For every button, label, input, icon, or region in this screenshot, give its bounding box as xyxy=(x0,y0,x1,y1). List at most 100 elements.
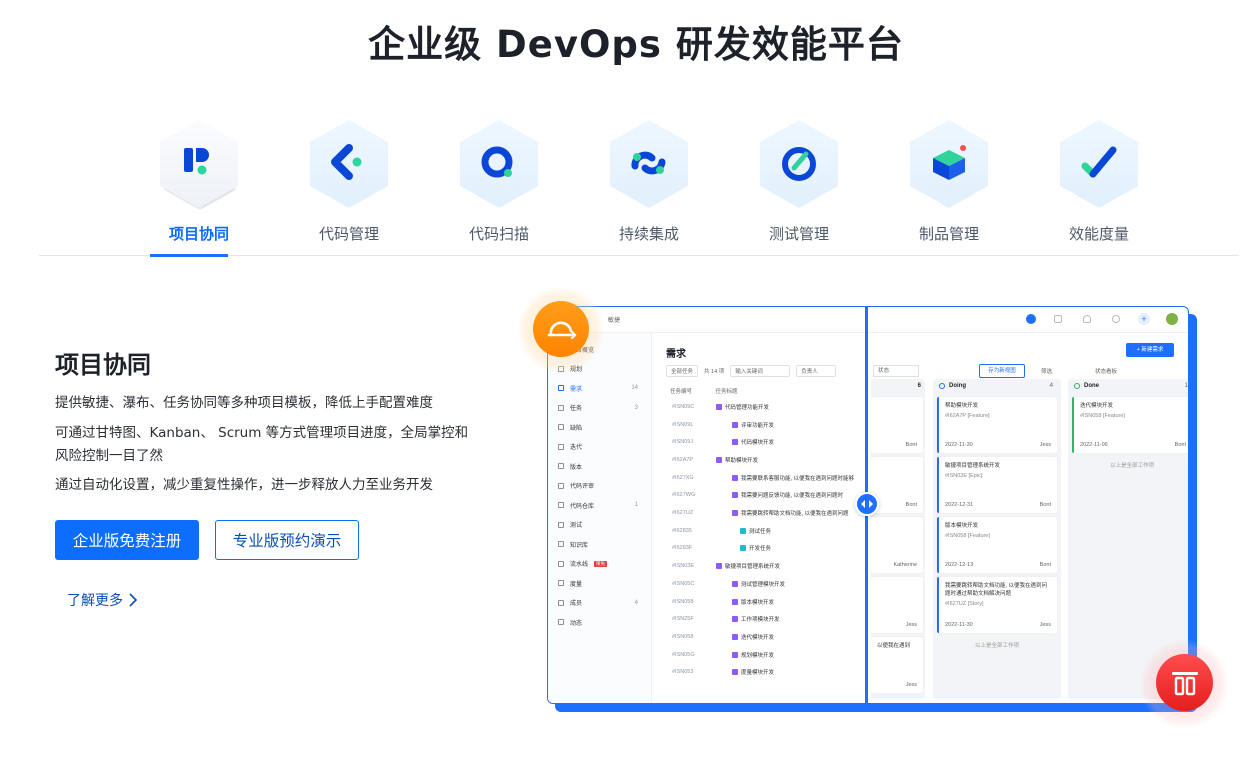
back-to-top-button[interactable] xyxy=(1156,654,1213,711)
mock-sidebar-label: 项目概览 xyxy=(570,345,594,354)
mock-sidebar-item: 迭代 xyxy=(558,439,648,455)
mock-row-title: 测试任务 xyxy=(749,528,772,535)
mock-row-title: 开发任务 xyxy=(749,546,772,553)
tab-label: 制品管理 xyxy=(918,225,979,243)
mock-row-type-icon xyxy=(732,669,738,676)
tab-artifact[interactable]: 制品管理 xyxy=(894,112,1004,256)
metrics-icon xyxy=(1081,146,1117,178)
mock-filter-all: 全部任务 xyxy=(666,365,699,377)
mock-row-title: 我需要问题反馈功能, 以便我在遇到问题时 xyxy=(741,493,844,500)
mock-row-code: #ISN25F xyxy=(672,616,694,623)
tab-test-manage[interactable]: 测试管理 xyxy=(744,112,854,256)
mock-card-meta: #I627UZ [Story] xyxy=(945,601,984,607)
mock-row-code: #ISN03E xyxy=(672,563,695,570)
mock-nav-icon xyxy=(558,502,564,508)
mock-sidebar-item: 规划 xyxy=(558,361,648,377)
tab-code-scan[interactable]: 代码扫描 xyxy=(444,112,554,256)
section-desc-1: 提供敏捷、瀑布、任务协同等多种项目模板，降低上手配置难度 xyxy=(55,395,433,411)
cycle-icon xyxy=(547,321,577,340)
mock-row-title: 版本模块开发 xyxy=(741,599,775,606)
mock-sidebar-label: 任务 xyxy=(570,406,583,412)
mock-sidebar-label: 规划 xyxy=(570,364,582,373)
mock-sidebar-item: 版本 xyxy=(558,458,648,474)
mock-card-title: 敏捷项目管理系统开发 xyxy=(945,463,1001,469)
mock-row-code: #I6283F xyxy=(672,545,693,552)
mock-row-type-icon xyxy=(716,456,722,463)
mock-filter-search: 输入关键词 xyxy=(730,365,791,377)
mock-row-title: 我需要联系客服功能, 以便我在遇到问题时能够 xyxy=(741,475,855,482)
mock-row-code: #ISN058 xyxy=(672,598,694,605)
tab-project-collab[interactable]: 项目协同 xyxy=(144,112,254,257)
mock-sidebar-label: 代码评审 xyxy=(570,484,595,490)
mock-table-header: 任务编号 任务标题 xyxy=(670,387,738,395)
mock-row-code: #ISN09L xyxy=(672,421,694,428)
mock-project-name: 敏捷 xyxy=(608,318,621,324)
columns-icon xyxy=(1171,671,1198,695)
mock-nav-icon xyxy=(558,463,564,469)
cycle-badge xyxy=(533,301,589,357)
mock-row-code: #ISN09C xyxy=(672,403,695,410)
tab-ci[interactable]: 持续集成 xyxy=(594,112,704,256)
mock-nav-icon xyxy=(558,404,564,411)
pro-demo-button[interactable]: 专业版预约演示 xyxy=(215,520,359,560)
tab-code-manage[interactable]: 代码管理 xyxy=(294,112,404,256)
mock-row-code: #ISN05C xyxy=(672,580,695,587)
mock-filter-status: 状态 xyxy=(873,365,919,377)
mock-nav-icon xyxy=(558,365,564,372)
mock-row-code: #I62835 xyxy=(672,527,692,534)
mock-card-title: 版本模块开发 xyxy=(945,523,979,529)
mock-sidebar-label: 知识库 xyxy=(570,542,589,549)
mock-row-type-icon xyxy=(740,545,746,552)
ci-icon xyxy=(631,151,666,175)
mock-logo-icon xyxy=(1026,314,1036,324)
mock-avatar xyxy=(1166,313,1178,325)
mock-card-user: Bont xyxy=(1174,442,1186,448)
mock-nav-icon xyxy=(558,599,564,606)
mock-sidebar-item: 代码评审 xyxy=(558,478,648,494)
mock-row-code: #ISN05G xyxy=(672,651,695,658)
mock-card-title: 帮助模块开发 xyxy=(945,403,979,409)
mock-row-type-icon xyxy=(732,474,738,481)
artifact-icon xyxy=(933,145,966,180)
mock-main-title: 需求 xyxy=(666,349,686,360)
mock-row-code: #I627XG xyxy=(672,474,694,481)
mock-row-code: #ISN053 xyxy=(672,669,694,676)
mock-board-label: 状态看板 xyxy=(1095,369,1118,375)
product-screenshot: 敏捷 + 项目概览规划需求14任务3缺陷迭代版本代码评审代码仓库1测试知识库流水… xyxy=(547,306,1189,704)
mock-sidebar-label: 代码仓库 xyxy=(570,503,595,510)
mock-sidebar-item: 测试 xyxy=(558,517,648,533)
mock-card-user: Jess xyxy=(1039,442,1051,448)
compare-handle[interactable] xyxy=(855,492,879,516)
learn-more-label: 了解更多 xyxy=(67,593,123,609)
enterprise-register-button[interactable]: 企业版免费注册 xyxy=(55,520,199,560)
mock-row-code: #ISN09J xyxy=(672,439,694,446)
mock-sidebar-count: 14 xyxy=(631,385,638,391)
mock-sidebar-item: 度量 xyxy=(558,575,648,591)
mock-card-title: 迭代模块开发 xyxy=(1080,403,1114,409)
mock-table-row: #I627WG 我需要问题反馈功能, 以便我在遇到问题时 xyxy=(666,487,866,505)
mock-card-meta: #ISN03E [Epic] xyxy=(945,473,983,479)
mock-row-type-icon xyxy=(732,616,738,623)
mock-row-title: 代码管理功能开发 xyxy=(725,404,770,411)
mock-save-view: 存为新视图 xyxy=(979,364,1025,378)
mock-row-type-icon xyxy=(732,421,738,428)
mock-card-title: 我需要跳转帮助文档功能, 以便我在遇到问题时通过帮助文档解决问题 xyxy=(945,583,1048,597)
mock-table-row: #ISN09C 代码管理功能开发 xyxy=(666,398,866,416)
mock-sidebar-item: 知识库 xyxy=(558,536,648,552)
mock-row-code: #I627WG xyxy=(672,492,696,499)
page-title: 企业级 DevOps 研发效能平台 xyxy=(368,23,904,66)
learn-more-link[interactable]: 了解更多 xyxy=(67,590,137,610)
mock-table-row: #I627XG 我需要联系客服功能, 以便我在遇到问题时能够 xyxy=(666,469,866,487)
tab-metrics[interactable]: 效能度量 xyxy=(1044,112,1154,256)
